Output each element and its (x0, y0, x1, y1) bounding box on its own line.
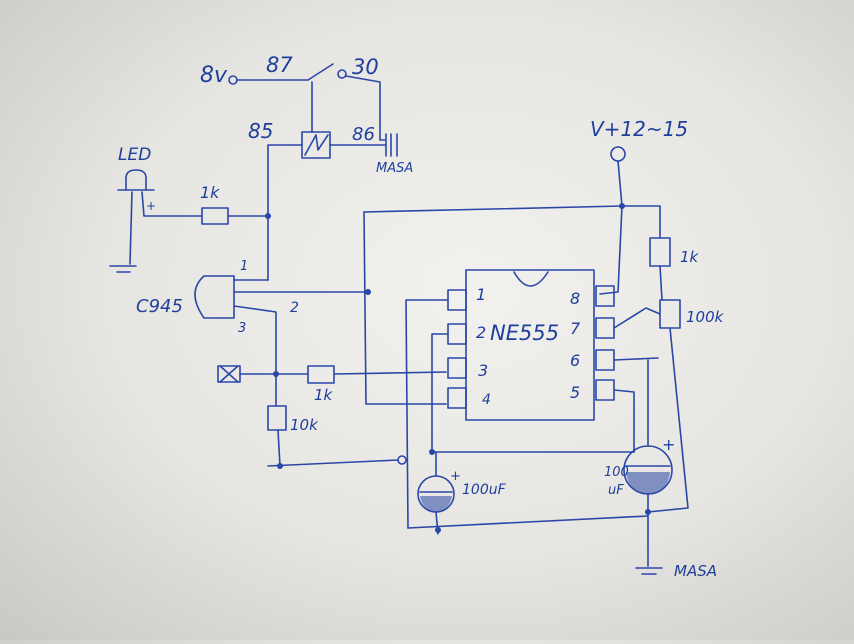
ic-pin1-box (447, 289, 467, 311)
label-masa-relay: MASA (376, 161, 413, 176)
wire-to-pin3 (333, 371, 447, 375)
label-r-top: 1k (680, 248, 700, 266)
transistor-body (194, 275, 235, 319)
terminal-rail-dot (397, 455, 407, 465)
resistor-led (201, 207, 229, 225)
ground-bus: MASA (407, 515, 717, 580)
label-cap-left: 100uF (462, 482, 507, 498)
ic-pin5-box (595, 379, 615, 401)
label-ic-pin3: 3 (478, 361, 488, 380)
label-85: 85 (248, 119, 273, 143)
ic-body (465, 269, 595, 421)
capacitor-right-fill (626, 472, 670, 494)
timing-network: 1k 100k (613, 237, 725, 513)
input-section: 1k 10k (217, 365, 447, 469)
junction-pin2-rail (365, 289, 371, 295)
label-30: 30 (352, 55, 379, 79)
relay: 8v 87 30 85 86 MASA (200, 53, 413, 216)
wire-pulldown-bottom (277, 429, 281, 467)
relay-coil-symbol (304, 134, 329, 156)
wire-led-cathode (129, 191, 133, 265)
wire-to-pin8 (599, 205, 623, 295)
label-r-led: 1k (200, 183, 220, 202)
wire-pulldown-rail (267, 459, 399, 467)
label-r-pulldown: 10k (290, 416, 319, 434)
terminal-87-dot (228, 75, 238, 85)
label-86: 86 (352, 124, 375, 145)
label-led: LED (118, 145, 151, 165)
wire-led-anode (141, 191, 203, 217)
wire-pin2 (431, 333, 449, 453)
junction-cap-right (645, 509, 651, 515)
label-r-input: 1k (314, 386, 334, 404)
junction-cap-left (435, 527, 441, 533)
resistor-pulldown (267, 405, 287, 431)
wire-pin3 (233, 305, 277, 373)
led-dome (125, 169, 147, 191)
terminal-30-dot (337, 69, 347, 79)
wire-85 (267, 144, 303, 216)
label-ic-pin4: 4 (482, 392, 491, 408)
label-cap-right-unit: uF (608, 483, 624, 498)
label-c945: C945 (136, 296, 183, 317)
transistor: C945 1 2 3 (136, 215, 369, 373)
ic-pin4-box (447, 387, 467, 409)
ic-pin7-box (595, 317, 615, 339)
resistor-pot (659, 299, 681, 329)
wire-pin6 (613, 357, 659, 361)
supply-terminal (610, 146, 626, 162)
label-87: 87 (266, 53, 293, 77)
label-tr-pin2: 2 (290, 300, 299, 316)
label-cap-left-plus: + (450, 469, 461, 484)
wire-top-rail (363, 205, 661, 239)
label-r-pot: 100k (686, 308, 725, 326)
wire-ground-bus (407, 515, 649, 529)
ic-pin6-box (595, 349, 615, 371)
label-cap-right-value: 100 (604, 465, 629, 480)
label-ic-pin7: 7 (570, 319, 581, 338)
resistor-input (307, 365, 335, 384)
wire-top-res-out (659, 265, 663, 301)
relay-switch-arm (307, 63, 334, 81)
label-ic-pin6: 6 (570, 351, 580, 370)
label-ground: MASA (674, 562, 717, 580)
input-terminal-hatch-b (219, 365, 239, 383)
label-ic-pin2: 2 (476, 323, 486, 342)
label-led-plus: + (146, 199, 156, 213)
supply-rail: V+12~15 (363, 117, 688, 405)
label-cap-right-plus: + (662, 435, 675, 454)
label-ic-pin8: 8 (570, 289, 580, 308)
label-tr-pin1: 1 (240, 259, 248, 274)
wire-30 (345, 75, 386, 141)
ic-pin8-box (595, 285, 615, 307)
wire-pot-bottom (647, 327, 689, 513)
capacitors: + 100uF + 100 uF (417, 359, 675, 567)
wire-supply-down (617, 160, 623, 207)
label-ic-name: NE555 (490, 321, 559, 345)
capacitor-left-fill (420, 496, 452, 512)
label-8v: 8v (200, 63, 228, 88)
ic-pin2-box (447, 323, 467, 345)
led: LED 1k + (109, 145, 271, 273)
label-tr-pin3: 3 (238, 321, 246, 336)
wire-left-vertical-pin4 (363, 211, 447, 405)
ic-notch (513, 271, 549, 287)
pot-wiper (613, 307, 661, 329)
label-supply: V+12~15 (590, 117, 688, 141)
label-ic-pin5: 5 (570, 383, 580, 402)
wire-pin1-ground (405, 299, 449, 529)
resistor-top (649, 237, 671, 267)
ic-ne555: 1 2 NE555 3 4 8 7 6 5 (405, 269, 635, 529)
wire-pin5 (613, 389, 635, 453)
label-ic-pin1: 1 (476, 285, 486, 304)
ic-pin3-box (447, 357, 467, 379)
